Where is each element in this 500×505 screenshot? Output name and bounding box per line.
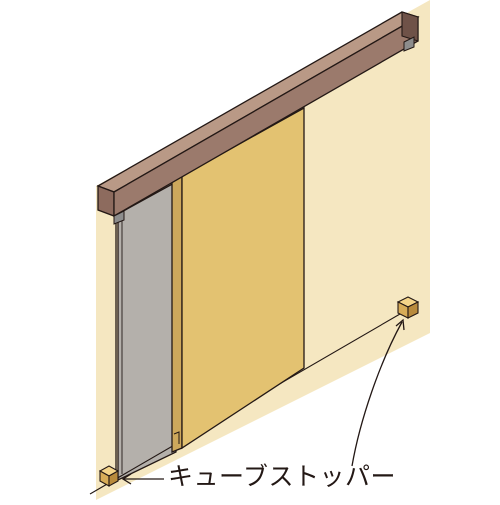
cube-stopper-label: キューブストッパー	[168, 462, 397, 491]
callout-arrow-right	[351, 318, 405, 467]
cube-stopper-right	[396, 296, 420, 319]
door-notch	[173, 431, 180, 444]
rail-end	[401, 11, 419, 42]
callout-arrow-left	[121, 473, 164, 485]
door-opening	[117, 180, 177, 482]
door-edge	[171, 175, 183, 453]
rail-bracket-left	[113, 210, 125, 225]
cube-stopper-left	[98, 465, 120, 487]
rail-bracket-right	[403, 36, 415, 52]
rail-front	[97, 185, 115, 217]
